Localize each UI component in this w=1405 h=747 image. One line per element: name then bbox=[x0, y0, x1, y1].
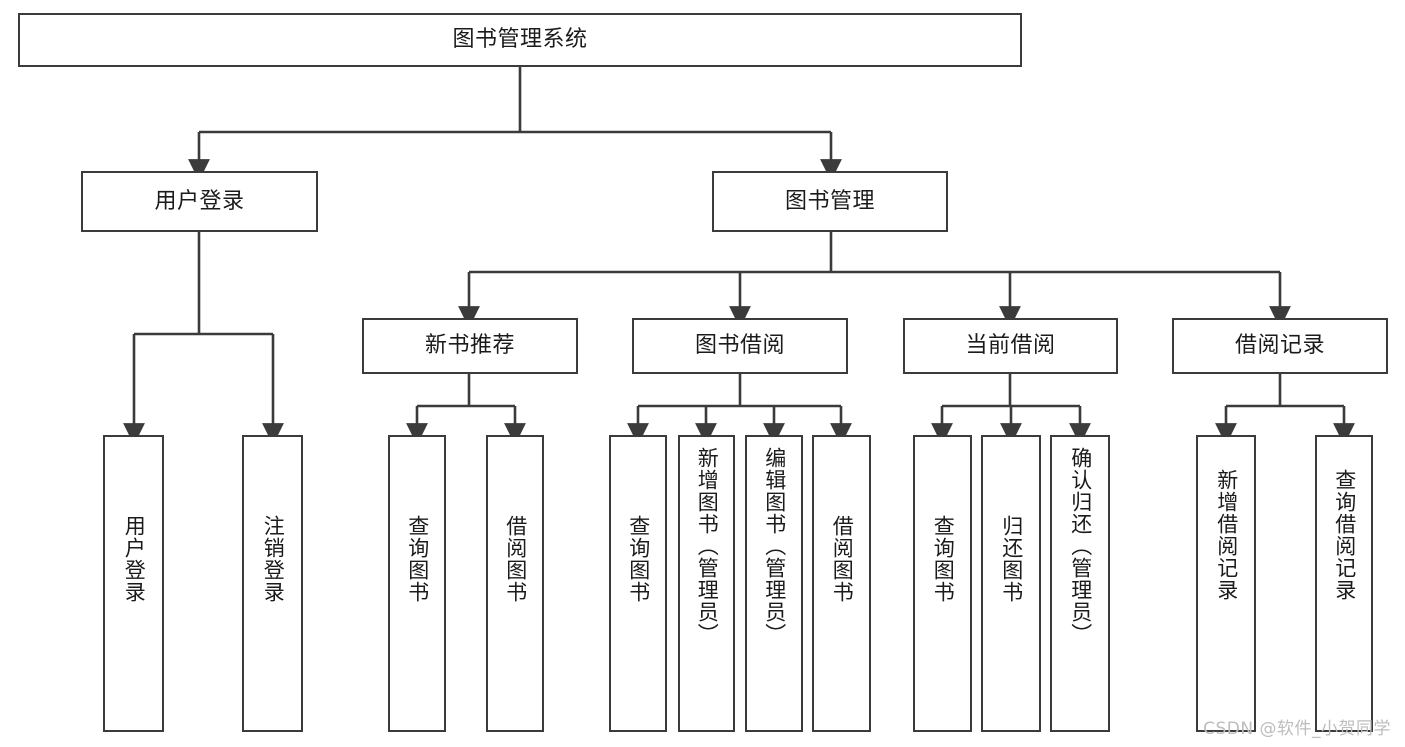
node-current-borrow[interactable]: 当前借阅 bbox=[903, 318, 1118, 374]
node-leaf-borrow-book-1-label: 借阅图书 bbox=[503, 515, 528, 603]
node-borrow-record-label: 借阅记录 bbox=[1234, 333, 1325, 359]
node-current-borrow-label: 当前借阅 bbox=[965, 333, 1056, 359]
node-leaf-user-login[interactable]: 用户登录 bbox=[103, 435, 164, 732]
node-leaf-query-book-2-label: 查询图书 bbox=[626, 515, 651, 603]
node-root[interactable]: 图书管理系统 bbox=[18, 13, 1022, 67]
node-book-borrow[interactable]: 图书借阅 bbox=[632, 318, 848, 374]
node-leaf-confirm-return-label: 确认归还（管理员） bbox=[1068, 447, 1093, 645]
node-leaf-query-book-2[interactable]: 查询图书 bbox=[609, 435, 667, 732]
node-leaf-add-record[interactable]: 新增借阅记录 bbox=[1196, 435, 1256, 732]
node-new-book-recommend[interactable]: 新书推荐 bbox=[362, 318, 578, 374]
node-leaf-edit-book-label: 编辑图书（管理员） bbox=[762, 447, 787, 645]
node-leaf-query-book-3[interactable]: 查询图书 bbox=[913, 435, 972, 732]
node-user-login[interactable]: 用户登录 bbox=[81, 171, 318, 232]
node-leaf-borrow-book-2-label: 借阅图书 bbox=[830, 515, 855, 603]
node-leaf-borrow-book-1[interactable]: 借阅图书 bbox=[486, 435, 544, 732]
node-leaf-query-record[interactable]: 查询借阅记录 bbox=[1315, 435, 1373, 732]
node-borrow-record[interactable]: 借阅记录 bbox=[1172, 318, 1388, 374]
node-leaf-add-record-label: 新增借阅记录 bbox=[1214, 469, 1239, 601]
node-leaf-return-book[interactable]: 归还图书 bbox=[981, 435, 1041, 732]
node-leaf-query-book-1-label: 查询图书 bbox=[405, 515, 430, 603]
node-leaf-user-login-label: 用户登录 bbox=[122, 515, 147, 603]
node-leaf-add-book[interactable]: 新增图书（管理员） bbox=[678, 435, 735, 732]
node-book-borrow-label: 图书借阅 bbox=[694, 333, 785, 359]
node-leaf-user-logout[interactable]: 注销登录 bbox=[242, 435, 303, 732]
node-leaf-query-book-3-label: 查询图书 bbox=[931, 515, 956, 603]
node-leaf-add-book-label: 新增图书（管理员） bbox=[695, 447, 720, 645]
node-leaf-edit-book[interactable]: 编辑图书（管理员） bbox=[745, 435, 803, 732]
node-root-label: 图书管理系统 bbox=[452, 27, 588, 53]
node-leaf-query-book-1[interactable]: 查询图书 bbox=[388, 435, 446, 732]
node-leaf-confirm-return[interactable]: 确认归还（管理员） bbox=[1050, 435, 1110, 732]
node-leaf-user-logout-label: 注销登录 bbox=[261, 515, 286, 603]
node-leaf-return-book-label: 归还图书 bbox=[999, 515, 1024, 603]
node-book-management[interactable]: 图书管理 bbox=[712, 171, 948, 232]
node-new-book-recommend-label: 新书推荐 bbox=[424, 333, 515, 359]
node-user-login-label: 用户登录 bbox=[154, 188, 245, 214]
node-leaf-query-record-label: 查询借阅记录 bbox=[1332, 469, 1357, 601]
node-leaf-borrow-book-2[interactable]: 借阅图书 bbox=[812, 435, 871, 732]
node-book-management-label: 图书管理 bbox=[784, 188, 875, 214]
